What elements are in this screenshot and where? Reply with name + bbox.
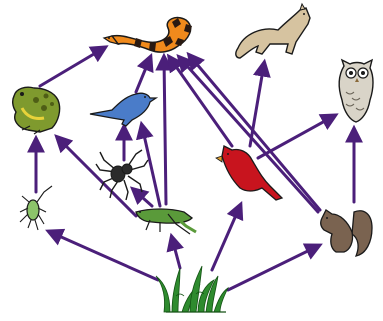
squirrel-icon <box>321 210 372 256</box>
owl-icon <box>339 60 373 122</box>
arrow-grass-to-aphid <box>50 232 158 280</box>
grasshopper-icon <box>136 209 196 234</box>
arrow-grass-to-cardinal <box>212 206 240 270</box>
arrow-frog-to-snake <box>40 48 104 86</box>
spider-icon <box>96 150 148 200</box>
arrow-grasshopper-to-snake <box>164 58 166 204</box>
arrow-layer <box>36 48 354 290</box>
arrow-grasshopper-to-spider <box>134 190 152 206</box>
arrow-grass-to-squirrel <box>228 246 318 290</box>
frog-icon <box>13 87 60 134</box>
coyote-icon <box>236 4 310 58</box>
grass-icon <box>156 266 228 312</box>
bluebird-icon <box>90 93 156 126</box>
snake-icon <box>104 18 192 53</box>
arrow-grass-to-grasshopper <box>172 238 180 268</box>
arrow-bluebird-to-snake <box>136 58 150 92</box>
